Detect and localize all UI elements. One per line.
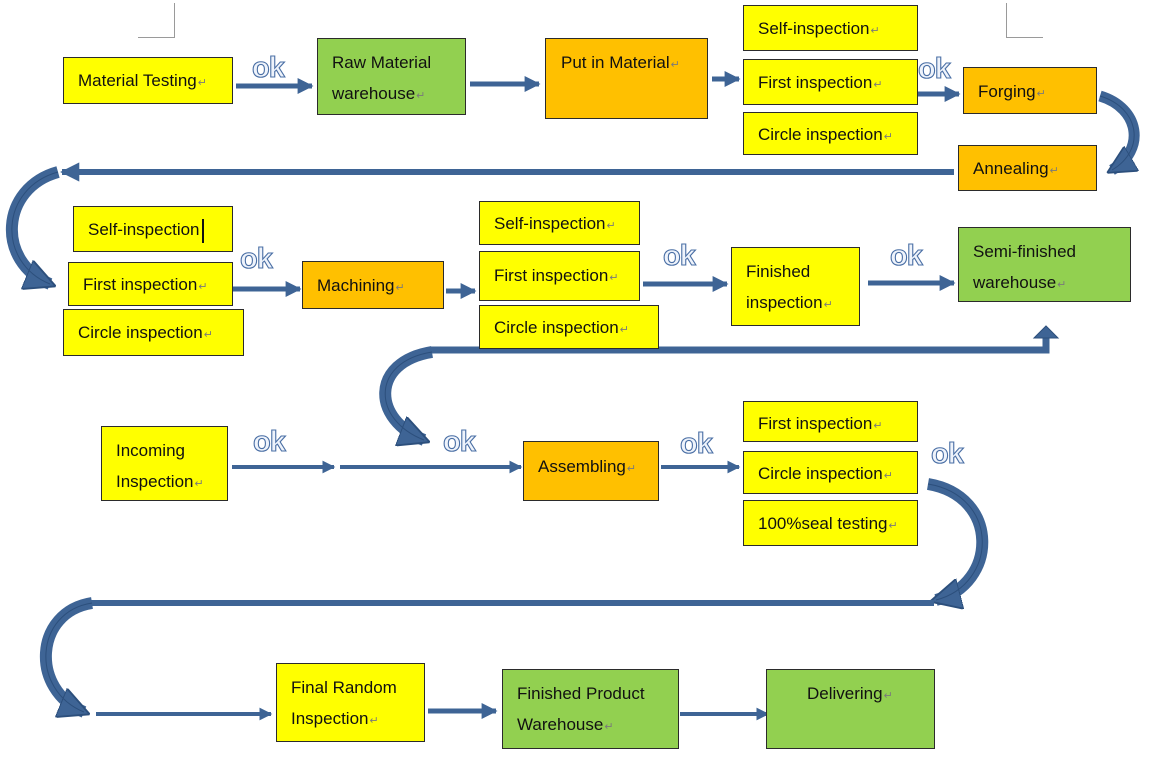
- seal-testing-label: 100%seal testing: [758, 514, 888, 533]
- self-inspection-box-r1: Self-inspection↵: [743, 5, 918, 51]
- curve-left-to-row2: [6, 166, 60, 284]
- circle-inspection-label-r3: Circle inspection: [758, 464, 883, 483]
- first-inspection-box-r1: First inspection↵: [743, 59, 918, 105]
- first-inspection-box-r3: First inspection↵: [743, 401, 918, 442]
- curve-row3-to-row4: [926, 478, 989, 600]
- paragraph-mark: ↵: [604, 721, 614, 733]
- ok-label-9: ok: [930, 438, 964, 470]
- first-inspection-box-r2b: First inspection↵: [479, 251, 640, 301]
- paragraph-mark: ↵: [883, 690, 893, 702]
- paragraph-mark: ↵: [197, 77, 207, 89]
- final-random-inspection-line1: Final Random: [291, 678, 397, 697]
- paragraph-mark: ↵: [416, 90, 426, 102]
- first-inspection-label-r1: First inspection: [758, 73, 873, 92]
- curve-return-to-row3: [379, 346, 434, 440]
- first-inspection-label-r2b: First inspection: [494, 266, 609, 285]
- paragraph-mark: ↵: [873, 420, 883, 432]
- incoming-inspection-line2: Inspection: [116, 472, 194, 491]
- paragraph-mark: ↵: [873, 79, 883, 91]
- assembling-label: Assembling: [538, 457, 626, 476]
- paragraph-mark: ↵: [609, 272, 619, 284]
- elbow-semi-finished-return: [430, 336, 1050, 354]
- raw-material-warehouse-line1: Raw Material: [332, 53, 432, 72]
- put-in-material-label: Put in Material: [561, 53, 670, 72]
- ok-label-4: ok: [662, 240, 696, 272]
- self-inspection-label-r2a: Self-inspection: [88, 220, 200, 239]
- material-testing-label: Material Testing: [78, 71, 197, 90]
- finished-inspection-line2: inspection: [746, 293, 823, 312]
- paragraph-mark: ↵: [194, 478, 204, 490]
- circle-inspection-label-r2b: Circle inspection: [494, 318, 619, 337]
- ok-label-8: ok: [679, 428, 713, 460]
- paragraph-mark: ↵: [888, 520, 898, 532]
- machining-label: Machining: [317, 276, 395, 295]
- final-random-inspection-line2: Inspection: [291, 709, 369, 728]
- annealing-box: Annealing↵: [958, 145, 1097, 191]
- paragraph-mark: ↵: [198, 281, 208, 293]
- first-inspection-label-r3: First inspection: [758, 414, 873, 433]
- raw-material-warehouse-line2: warehouse: [332, 84, 416, 103]
- finished-product-warehouse-box: Finished Product Warehouse↵: [502, 669, 679, 749]
- incoming-inspection-line1: Incoming: [116, 441, 185, 460]
- page-corner-right: [1006, 3, 1043, 38]
- circle-inspection-box-r3: Circle inspection↵: [743, 451, 918, 494]
- ok-label-1: ok: [251, 52, 285, 84]
- curve-left-to-row4: [40, 597, 94, 712]
- paragraph-mark: ↵: [870, 25, 880, 37]
- paragraph-mark: ↵: [883, 131, 893, 143]
- first-inspection-box-r2a: First inspection↵: [68, 262, 233, 306]
- self-inspection-box-r2b: Self-inspection↵: [479, 201, 640, 245]
- delivering-box: Delivering↵: [766, 669, 935, 749]
- curve-forging-to-annealing: [1098, 90, 1140, 175]
- paragraph-mark: ↵: [883, 470, 893, 482]
- finished-product-warehouse-line1: Finished Product: [517, 684, 645, 703]
- paragraph-mark: ↵: [1057, 279, 1067, 291]
- paragraph-mark: ↵: [619, 324, 629, 336]
- raw-material-warehouse-box: Raw Material warehouse↵: [317, 38, 466, 115]
- paragraph-mark: ↵: [395, 282, 405, 294]
- forging-box: Forging↵: [963, 67, 1097, 114]
- incoming-inspection-box: Incoming Inspection↵: [101, 426, 228, 501]
- circle-inspection-label-r1: Circle inspection: [758, 125, 883, 144]
- ok-label-3: ok: [239, 243, 273, 275]
- seal-testing-box: 100%seal testing↵: [743, 500, 918, 546]
- paragraph-mark: ↵: [823, 299, 833, 311]
- paragraph-mark: ↵: [1036, 88, 1046, 100]
- paragraph-mark: ↵: [606, 220, 616, 232]
- forging-label: Forging: [978, 82, 1036, 101]
- finished-inspection-line1: Finished: [746, 262, 811, 281]
- ok-label-5: ok: [889, 240, 923, 272]
- put-in-material-box: Put in Material↵: [545, 38, 708, 119]
- circle-inspection-box-r2a: Circle inspection↵: [63, 309, 244, 356]
- material-testing-box: Material Testing↵: [63, 57, 233, 104]
- finished-inspection-box: Finished inspection↵: [731, 247, 860, 326]
- page-corner-left: [138, 3, 175, 38]
- ok-label-7: ok: [442, 426, 476, 458]
- text-cursor: [201, 218, 204, 243]
- circle-inspection-box-r1: Circle inspection↵: [743, 112, 918, 155]
- self-inspection-label-r1: Self-inspection: [758, 19, 870, 38]
- paragraph-mark: ↵: [626, 463, 637, 475]
- semi-finished-warehouse-line1: Semi-finished: [973, 242, 1076, 261]
- semi-finished-warehouse-line2: warehouse: [973, 273, 1057, 292]
- final-random-inspection-box: Final Random Inspection↵: [276, 663, 425, 742]
- circle-inspection-box-r2b: Circle inspection↵: [479, 305, 659, 349]
- semi-finished-warehouse-box: Semi-finished warehouse↵: [958, 227, 1131, 302]
- self-inspection-box-r2a: Self-inspection: [73, 206, 233, 252]
- ok-label-2: ok: [917, 53, 951, 85]
- annealing-label: Annealing: [973, 159, 1049, 178]
- self-inspection-label-r2b: Self-inspection: [494, 214, 606, 233]
- first-inspection-label-r2a: First inspection: [83, 275, 198, 294]
- machining-box: Machining↵: [302, 261, 444, 309]
- assembling-box: Assembling↵: [523, 441, 659, 501]
- paragraph-mark: ↵: [670, 59, 680, 71]
- paragraph-mark: ↵: [1049, 165, 1059, 177]
- ok-label-6: ok: [252, 426, 286, 458]
- paragraph-mark: ↵: [203, 329, 213, 341]
- delivering-label: Delivering: [807, 684, 883, 703]
- circle-inspection-label-r2a: Circle inspection: [78, 323, 203, 342]
- paragraph-mark: ↵: [369, 715, 379, 727]
- finished-product-warehouse-line2: Warehouse: [517, 715, 604, 734]
